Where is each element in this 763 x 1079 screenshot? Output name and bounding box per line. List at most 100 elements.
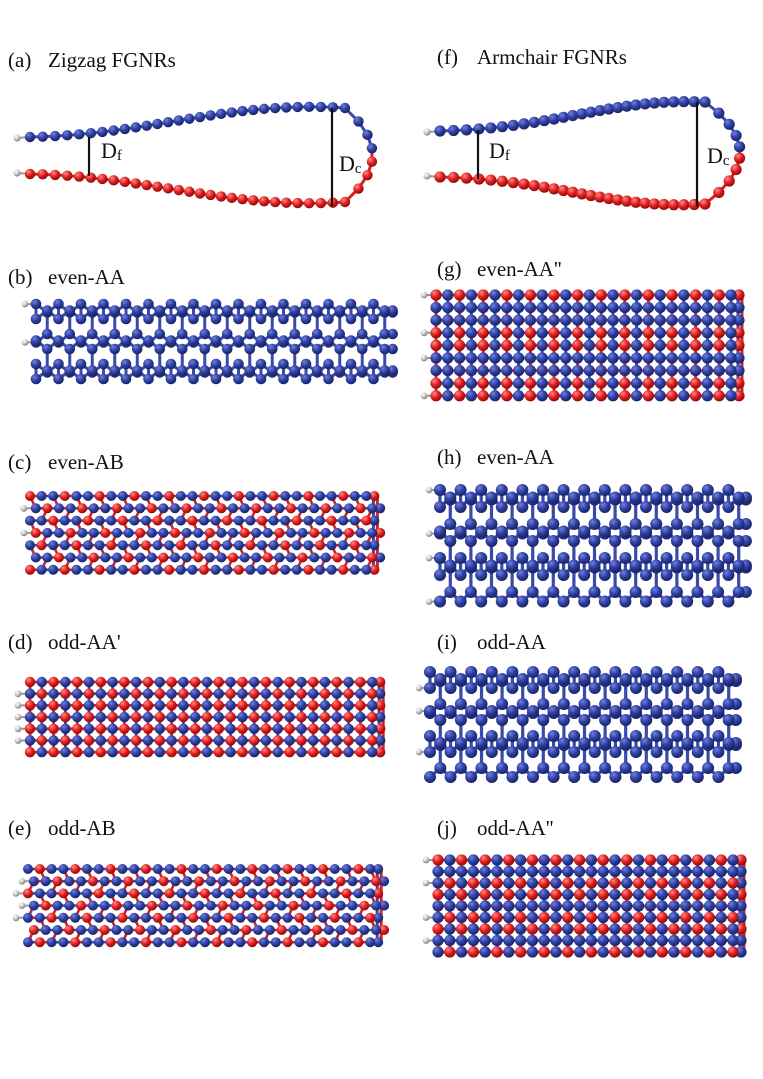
carbon-atom-blue <box>131 365 143 376</box>
carbon-atom-red <box>315 197 327 209</box>
carbon-atom-blue <box>454 352 466 364</box>
hydrogen-atom <box>423 172 431 180</box>
carbon-atom-blue <box>681 552 694 564</box>
carbon-atom-red <box>237 700 248 711</box>
carbon-atom-blue <box>34 912 45 923</box>
carbon-atom-blue <box>211 912 222 923</box>
carbon-atom-blue <box>489 302 501 314</box>
carbon-atom-blue <box>588 730 601 742</box>
carbon-atom-blue <box>251 527 262 538</box>
carbon-atom-blue <box>537 569 549 581</box>
carbon-atom-red <box>37 169 48 180</box>
carbon-atom-blue <box>213 735 224 746</box>
carbon-atom-blue <box>111 876 122 887</box>
carbon-atom-blue <box>699 96 711 108</box>
carbon-atom-blue <box>255 298 267 310</box>
carbon-atom-blue <box>311 328 323 340</box>
carbon-atom-red <box>296 688 307 699</box>
carbon-atom-blue <box>326 491 337 501</box>
carbon-atom-blue <box>578 714 591 726</box>
carbon-atom-red <box>60 735 71 746</box>
carbon-atom-red <box>369 564 380 575</box>
carbon-atom-blue <box>567 518 580 530</box>
carbon-atom-blue <box>479 877 491 889</box>
carbon-atom-blue <box>193 527 204 538</box>
carbon-atom-blue <box>713 365 725 377</box>
carbon-atom-red <box>355 723 366 734</box>
carbon-atom-blue <box>335 900 346 911</box>
carbon-atom-blue <box>733 365 745 377</box>
carbon-atom-blue <box>349 564 360 575</box>
carbon-atom-blue <box>503 900 515 912</box>
carbon-atom-red <box>656 911 668 924</box>
carbon-atom-blue <box>713 352 725 364</box>
carbon-atom-blue <box>257 564 267 575</box>
carbon-atom-red <box>479 888 491 901</box>
carbon-atom-red <box>609 946 621 958</box>
carbon-atom-red <box>518 178 530 190</box>
carbon-atom-blue <box>619 762 632 774</box>
carbon-atom-blue <box>678 377 690 389</box>
carbon-atom-blue <box>465 390 477 402</box>
carbon-atom-blue <box>83 723 95 734</box>
carbon-atom-red <box>158 552 169 563</box>
hydrogen-atom <box>13 134 21 142</box>
carbon-atom-blue <box>678 327 690 339</box>
carbon-atom-red <box>108 175 119 186</box>
carbon-atom-blue <box>631 327 643 339</box>
carbon-atom-red <box>733 390 745 402</box>
carbon-atom-red <box>323 900 334 911</box>
carbon-atom-blue <box>361 491 372 501</box>
carbon-atom-blue <box>311 365 323 376</box>
carbon-atom-blue <box>516 595 529 608</box>
carbon-atom-red <box>548 327 560 339</box>
carbon-atom-blue <box>691 705 704 718</box>
carbon-atom-red <box>119 700 130 711</box>
carbon-atom-red <box>260 700 272 711</box>
carbon-atom-blue <box>668 96 680 108</box>
carbon-atom-red <box>146 503 157 514</box>
carbon-atom-blue <box>225 723 236 734</box>
carbon-atom-blue <box>607 352 619 364</box>
carbon-atom-red <box>467 877 479 889</box>
carbon-atom-red <box>303 491 314 501</box>
carbon-atom-blue <box>70 888 81 899</box>
carbon-atom-blue <box>194 111 206 123</box>
carbon-atom-red <box>733 327 745 339</box>
carbon-atom-blue <box>30 373 42 385</box>
carbon-atom-blue <box>326 564 337 575</box>
carbon-atom-blue <box>300 298 312 310</box>
carbon-atom-red <box>193 552 204 563</box>
carbon-atom-red <box>526 888 539 901</box>
carbon-atom-blue <box>123 900 134 911</box>
carbon-atom-blue <box>574 946 586 958</box>
carbon-atom-blue <box>513 365 525 377</box>
carbon-atom-red <box>94 491 105 501</box>
carbon-atom-blue <box>489 352 501 364</box>
carbon-atom-blue <box>572 302 584 314</box>
carbon-atom-blue <box>650 730 663 742</box>
carbon-atom-blue <box>75 358 87 370</box>
carbon-atom-blue <box>516 762 529 774</box>
carbon-atom-blue <box>367 747 378 758</box>
carbon-atom-red <box>71 540 82 551</box>
carbon-atom-blue <box>369 515 380 526</box>
carbon-atom-blue <box>650 559 663 572</box>
carbon-atom-blue <box>73 129 85 140</box>
carbon-atom-blue <box>680 900 692 912</box>
carbon-atom-blue <box>568 770 581 783</box>
carbon-atom-blue <box>727 923 739 935</box>
carbon-atom-blue <box>588 535 601 547</box>
carbon-atom-red <box>658 198 670 211</box>
carbon-atom-blue <box>640 714 653 726</box>
carbon-atom-blue <box>557 569 570 581</box>
carbon-atom-blue <box>598 484 611 496</box>
carbon-atom-blue <box>200 864 210 874</box>
carbon-atom-blue <box>489 339 501 351</box>
carbon-atom-blue <box>491 923 503 935</box>
panel-j-structure <box>422 854 747 958</box>
carbon-atom-blue <box>221 305 233 316</box>
carbon-atom-blue <box>660 525 673 538</box>
carbon-atom-blue <box>467 900 479 912</box>
carbon-atom-blue <box>650 666 663 678</box>
